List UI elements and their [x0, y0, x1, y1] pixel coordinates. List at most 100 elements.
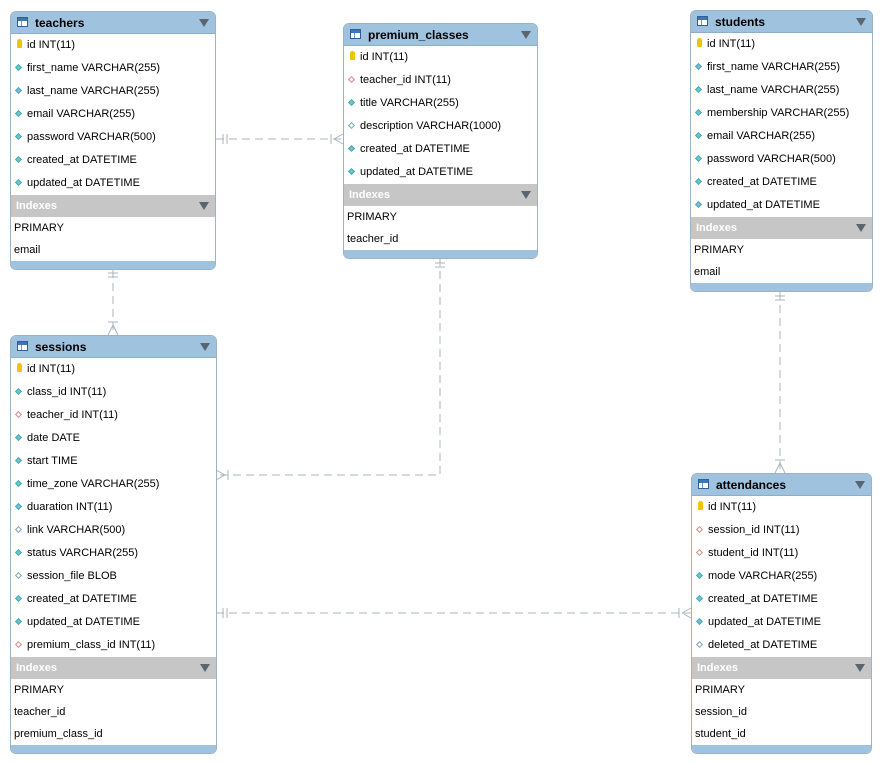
column-row[interactable]: last_name VARCHAR(255) [691, 79, 872, 102]
column-row[interactable]: updated_at DATETIME [11, 172, 215, 195]
column-row[interactable]: student_id INT(11) [692, 542, 871, 565]
index-row[interactable]: student_id [692, 723, 871, 745]
column-row[interactable]: password VARCHAR(500) [691, 148, 872, 171]
indexes-header[interactable]: Indexes [11, 195, 215, 217]
column-row[interactable]: date DATE [11, 427, 216, 450]
collapse-arrow-icon[interactable] [199, 19, 209, 27]
column-row[interactable]: updated_at DATETIME [344, 161, 537, 184]
column-definition: time_zone VARCHAR(255) [27, 478, 160, 490]
table-header[interactable]: premium_classes [344, 24, 537, 46]
column-row[interactable]: class_id INT(11) [11, 381, 216, 404]
column-row[interactable]: deleted_at DATETIME [692, 634, 871, 657]
indexes-label: Indexes [349, 189, 390, 201]
column-row[interactable]: updated_at DATETIME [11, 611, 216, 634]
indexes-header[interactable]: Indexes [11, 657, 216, 679]
column-row[interactable]: email VARCHAR(255) [691, 125, 872, 148]
column-row[interactable]: premium_class_id INT(11) [11, 634, 216, 657]
column-row[interactable]: id INT(11) [692, 496, 871, 519]
collapse-arrow-icon[interactable] [856, 18, 866, 26]
column-row[interactable]: time_zone VARCHAR(255) [11, 473, 216, 496]
column-row[interactable]: membership VARCHAR(255) [691, 102, 872, 125]
column-definition: id INT(11) [27, 363, 76, 375]
column-row[interactable]: first_name VARCHAR(255) [691, 56, 872, 79]
column-row[interactable]: id INT(11) [344, 46, 537, 69]
table-students[interactable]: students id INT(11) first_name VARCHAR(255… [690, 10, 873, 292]
column-row[interactable]: session_file BLOB [11, 565, 216, 588]
indexes-header[interactable]: Indexes [692, 657, 871, 679]
index-row[interactable]: teacher_id [11, 701, 216, 723]
column-row[interactable]: created_at DATETIME [691, 171, 872, 194]
column-row[interactable]: updated_at DATETIME [691, 194, 872, 217]
collapse-arrow-icon[interactable] [855, 664, 865, 672]
column-row[interactable]: created_at DATETIME [344, 138, 537, 161]
index-row[interactable]: premium_class_id [11, 723, 216, 745]
column-row[interactable]: email VARCHAR(255) [11, 103, 215, 126]
column-row[interactable]: teacher_id INT(11) [11, 404, 216, 427]
index-row[interactable]: PRIMARY [691, 239, 872, 261]
table-header[interactable]: students [691, 11, 872, 33]
primary-key-icon [17, 39, 22, 48]
indexes-header[interactable]: Indexes [344, 184, 537, 206]
index-row[interactable]: PRIMARY [692, 679, 871, 701]
column-row[interactable]: first_name VARCHAR(255) [11, 57, 215, 80]
index-row[interactable]: session_id [692, 701, 871, 723]
column-row[interactable]: description VARCHAR(1000) [344, 115, 537, 138]
column-definition: id INT(11) [707, 38, 756, 50]
table-teachers[interactable]: teachers id INT(11) first_name VARCHAR(255… [10, 11, 216, 270]
index-row[interactable]: PRIMARY [11, 679, 216, 701]
column-definition: class_id INT(11) [27, 386, 107, 398]
column-row[interactable]: start TIME [11, 450, 216, 473]
column-row[interactable]: id INT(11) [11, 358, 216, 381]
not-null-column-icon [15, 618, 23, 626]
collapse-arrow-icon[interactable] [855, 481, 865, 489]
column-row[interactable]: title VARCHAR(255) [344, 92, 537, 115]
table-icon [698, 479, 709, 489]
collapse-arrow-icon[interactable] [521, 191, 531, 199]
foreign-key-icon [15, 411, 23, 419]
indexes-header[interactable]: Indexes [691, 217, 872, 239]
column-row[interactable]: teacher_id INT(11) [344, 69, 537, 92]
collapse-arrow-icon[interactable] [856, 224, 866, 232]
index-row[interactable]: teacher_id [344, 228, 537, 250]
column-row[interactable]: updated_at DATETIME [692, 611, 871, 634]
column-row[interactable]: duaration INT(11) [11, 496, 216, 519]
nullable-column-icon [15, 526, 23, 534]
column-row[interactable]: link VARCHAR(500) [11, 519, 216, 542]
not-null-column-icon [15, 457, 23, 465]
index-row[interactable]: PRIMARY [344, 206, 537, 228]
collapse-arrow-icon[interactable] [200, 343, 210, 351]
index-row[interactable]: email [691, 261, 872, 283]
column-row[interactable]: created_at DATETIME [692, 588, 871, 611]
column-row[interactable]: status VARCHAR(255) [11, 542, 216, 565]
column-row[interactable]: session_id INT(11) [692, 519, 871, 542]
table-sessions[interactable]: sessions id INT(11) class_id INT(11) teache… [10, 335, 217, 754]
not-null-column-icon [15, 87, 23, 95]
table-header[interactable]: teachers [11, 12, 215, 34]
column-row[interactable]: created_at DATETIME [11, 588, 216, 611]
column-definition: description VARCHAR(1000) [360, 120, 502, 132]
collapse-arrow-icon[interactable] [521, 31, 531, 39]
column-row[interactable]: id INT(11) [11, 34, 215, 57]
index-name: PRIMARY [694, 244, 744, 256]
collapse-arrow-icon[interactable] [200, 664, 210, 672]
index-row[interactable]: PRIMARY [11, 217, 215, 239]
table-header[interactable]: sessions [11, 336, 216, 358]
one-mandatory-marker-students [775, 295, 785, 301]
index-row[interactable]: email [11, 239, 215, 261]
column-row[interactable]: created_at DATETIME [11, 149, 215, 172]
column-row[interactable]: last_name VARCHAR(255) [11, 80, 215, 103]
column-definition: created_at DATETIME [27, 154, 137, 166]
table-name: premium_classes [368, 28, 469, 42]
column-definition: date DATE [27, 432, 80, 444]
column-definition: id INT(11) [27, 39, 76, 51]
column-definition: created_at DATETIME [708, 593, 818, 605]
table-header[interactable]: attendances [692, 474, 871, 496]
column-row[interactable]: password VARCHAR(500) [11, 126, 215, 149]
column-row[interactable]: id INT(11) [691, 33, 872, 56]
column-row[interactable]: mode VARCHAR(255) [692, 565, 871, 588]
table-icon [697, 16, 708, 26]
connector-premium-classes-sessions [216, 258, 441, 476]
collapse-arrow-icon[interactable] [199, 202, 209, 210]
